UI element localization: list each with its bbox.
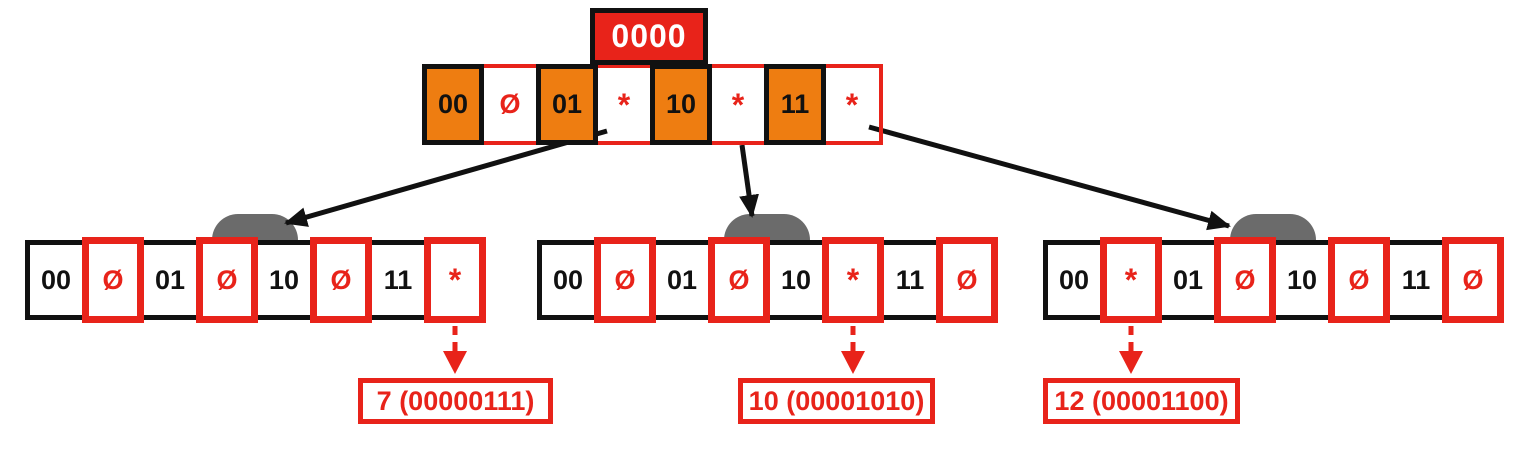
slot-value: Ø [1214,237,1276,323]
child-node-left: 00 Ø 01 Ø 10 Ø 11 * [25,237,486,323]
slot-key: 10 [765,240,827,320]
slot-key: 00 [25,240,87,320]
slot-value: Ø [82,237,144,323]
slot-value-pointer: * [822,237,884,323]
child-node-right: 00 * 01 Ø 10 Ø 11 Ø [1043,237,1504,323]
slot-value-pointer: * [707,64,769,145]
slot-key: 11 [1385,240,1447,320]
leaf-value-arrowhead-left [443,351,467,374]
slot-value-pointer: * [1100,237,1162,323]
leaf-value-arrowhead-middle [841,351,865,374]
slot-key: 00 [537,240,599,320]
slot-key: 00 [422,64,484,145]
slot-value-pointer: * [821,64,883,145]
slot-value-pointer: * [424,237,486,323]
slot-key: 01 [651,240,713,320]
root-prefix-box: 0000 [590,8,708,65]
slot-key: 10 [650,64,712,145]
root-node-array: 00 Ø 01 * 10 * 11 * [422,64,883,145]
result-value-middle: 10 (00001010) [738,378,935,424]
child-node-dome-middle [724,214,810,240]
slot-value: Ø [936,237,998,323]
slot-value-pointer: * [593,64,655,145]
slot-value: Ø [1442,237,1504,323]
slot-key: 10 [1271,240,1333,320]
slot-value: Ø [479,64,541,145]
pointer-arrow-middle [739,144,759,218]
slot-value: Ø [594,237,656,323]
slot-value: Ø [1328,237,1390,323]
slot-key: 10 [253,240,315,320]
child-node-middle: 00 Ø 01 Ø 10 * 11 Ø [537,237,998,323]
result-value-right: 12 (00001100) [1043,378,1240,424]
leaf-value-arrowhead-right [1119,351,1143,374]
pointer-arrow-right [868,124,1231,231]
slot-key: 00 [1043,240,1105,320]
slot-value: Ø [708,237,770,323]
slot-key: 11 [879,240,941,320]
child-node-dome-right [1230,214,1316,240]
slot-key: 01 [139,240,201,320]
result-value-left: 7 (00000111) [358,378,553,424]
child-node-dome-left [212,214,298,240]
slot-key: 11 [764,64,826,145]
slot-value: Ø [196,237,258,323]
slot-value: Ø [310,237,372,323]
slot-key: 01 [1157,240,1219,320]
slot-key: 11 [367,240,429,320]
slot-key: 01 [536,64,598,145]
